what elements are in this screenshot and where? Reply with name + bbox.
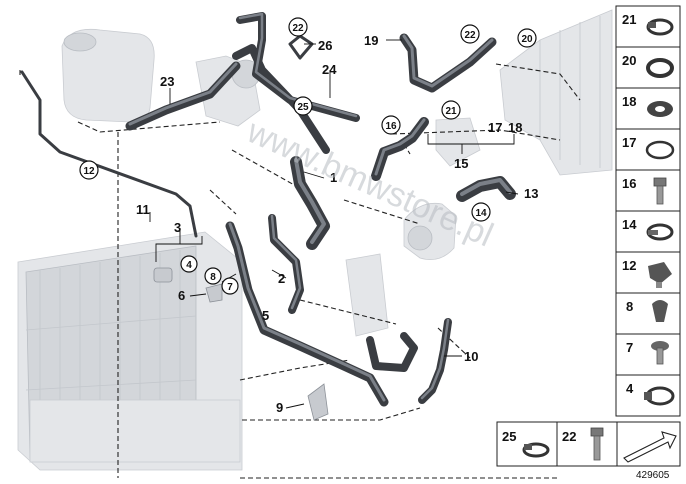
svg-text:22: 22 bbox=[292, 23, 304, 34]
hose-5 bbox=[225, 221, 418, 407]
hose-13 bbox=[456, 176, 516, 202]
callout-26: 26 bbox=[318, 38, 332, 53]
circled-callouts: 4 7 8 12 14 16 20 21 22 22 25 bbox=[79, 17, 537, 295]
seal-ring-20-icon bbox=[646, 58, 674, 78]
circled-14: 14 bbox=[471, 202, 491, 222]
legend-12-label: 12 bbox=[622, 258, 636, 273]
legend-8-label: 8 bbox=[626, 299, 633, 314]
circled-8: 8 bbox=[204, 267, 222, 285]
hose-15-16 bbox=[371, 117, 429, 181]
bracket-6 bbox=[205, 283, 223, 303]
hose-11-pipe bbox=[20, 70, 198, 238]
clamp-25-icon bbox=[522, 442, 550, 458]
engine-block bbox=[499, 9, 613, 176]
clamp-26 bbox=[288, 34, 314, 60]
callout-labels: 1 2 3 5 6 9 10 11 13 15 19 23 24 26 17 1… bbox=[136, 33, 538, 415]
screw-7-icon bbox=[651, 341, 669, 365]
svg-text:8: 8 bbox=[210, 272, 216, 283]
callout-10: 10 bbox=[464, 349, 478, 364]
legend-4-label: 4 bbox=[626, 381, 634, 396]
svg-text:7: 7 bbox=[227, 282, 233, 293]
gasket-18-icon bbox=[647, 101, 673, 117]
circled-7: 7 bbox=[221, 277, 239, 295]
svg-text:12: 12 bbox=[83, 166, 95, 177]
circled-21: 21 bbox=[441, 100, 461, 120]
callout-18: 18 bbox=[508, 120, 522, 135]
hose-1 bbox=[290, 156, 330, 250]
svg-text:25: 25 bbox=[297, 102, 309, 113]
hose-10 bbox=[418, 318, 452, 404]
legend-17-label: 17 bbox=[622, 135, 636, 150]
svg-text:16: 16 bbox=[385, 121, 397, 132]
legend-7-label: 7 bbox=[626, 340, 633, 355]
callout-2: 2 bbox=[278, 271, 285, 286]
circled-4: 4 bbox=[180, 255, 198, 273]
legend-25-label: 25 bbox=[502, 429, 516, 444]
water-pump bbox=[403, 117, 481, 261]
radiator bbox=[17, 231, 243, 471]
circled-16: 16 bbox=[381, 115, 401, 135]
callout-19: 19 bbox=[364, 33, 378, 48]
expansion-tank bbox=[61, 28, 155, 123]
callout-15: 15 bbox=[454, 156, 468, 171]
legend-14-label: 14 bbox=[622, 217, 637, 232]
clamp-14-icon bbox=[646, 223, 674, 241]
hose-19 bbox=[399, 33, 497, 93]
thermostat-housing bbox=[195, 55, 261, 127]
circled-12: 12 bbox=[79, 160, 99, 180]
leader-lines bbox=[149, 39, 519, 409]
legend-21-label: 21 bbox=[622, 12, 636, 27]
svg-text:21: 21 bbox=[445, 106, 457, 117]
bracket-9 bbox=[307, 383, 329, 421]
reference-lines bbox=[19, 63, 581, 479]
legend-panel: 21 20 18 17 16 14 12 8 7 4 bbox=[615, 5, 681, 417]
clip-8-icon bbox=[652, 300, 668, 322]
legend-bottom-panel: 25 22 bbox=[496, 421, 681, 467]
callout-6: 6 bbox=[178, 288, 185, 303]
callout-5: 5 bbox=[262, 308, 269, 323]
circled-22-top: 22 bbox=[288, 17, 308, 37]
circled-20: 20 bbox=[517, 28, 537, 48]
circled-25: 25 bbox=[293, 96, 313, 116]
legend-20-label: 20 bbox=[622, 53, 636, 68]
holder-12-icon bbox=[648, 262, 672, 288]
hose-23 bbox=[125, 61, 241, 131]
callout-23: 23 bbox=[160, 74, 174, 89]
svg-text:4: 4 bbox=[186, 260, 192, 271]
callout-24: 24 bbox=[322, 62, 337, 77]
callout-9: 9 bbox=[276, 400, 283, 415]
coolant-reservoir-lower bbox=[345, 253, 389, 337]
direction-arrow-icon bbox=[623, 431, 677, 463]
svg-text:14: 14 bbox=[475, 208, 487, 219]
callout-3: 3 bbox=[174, 220, 181, 235]
legend-22-label: 22 bbox=[562, 429, 576, 444]
hose-2 bbox=[268, 214, 304, 314]
circled-22-right: 22 bbox=[460, 24, 480, 44]
o-ring-17-icon bbox=[645, 140, 675, 160]
legend-16-label: 16 bbox=[622, 176, 636, 191]
callout-13: 13 bbox=[524, 186, 538, 201]
bolt-16-icon bbox=[653, 177, 667, 205]
bolt-22-icon bbox=[590, 427, 604, 461]
callout-1: 1 bbox=[330, 170, 337, 185]
clamp-21-icon bbox=[646, 18, 674, 36]
legend-18-label: 18 bbox=[622, 94, 636, 109]
callout-17: 17 bbox=[488, 120, 502, 135]
document-number: 429605 bbox=[636, 470, 670, 481]
svg-text:22: 22 bbox=[464, 30, 476, 41]
callout-11: 11 bbox=[136, 202, 150, 217]
svg-text:20: 20 bbox=[521, 34, 533, 45]
hose-clamp-4-icon bbox=[644, 386, 675, 406]
mount-4 bbox=[153, 267, 173, 283]
